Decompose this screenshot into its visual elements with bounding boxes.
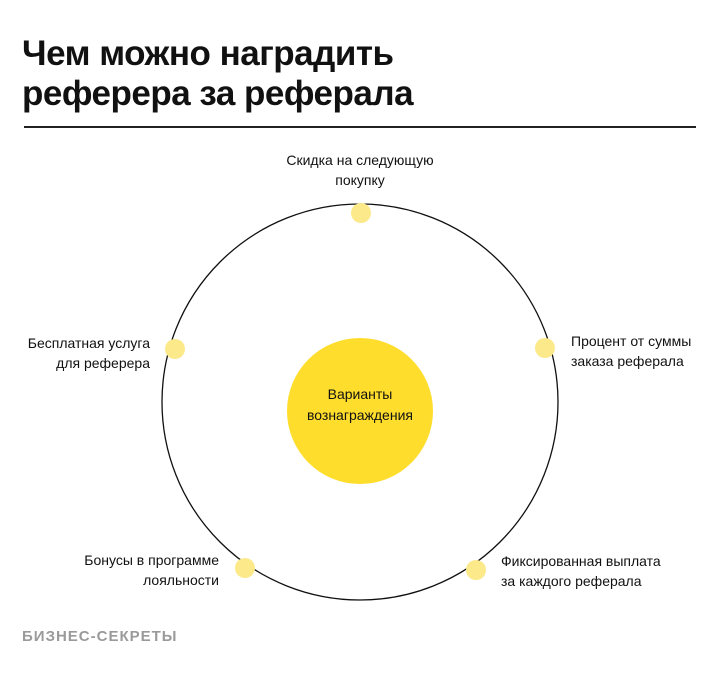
option-fixed-payment: Фиксированная выплата за каждого реферал… [501, 551, 711, 591]
option-loyalty-bonus: Бонусы в программе лояльности [0, 550, 219, 590]
node-right-lower [466, 560, 486, 580]
header-divider [24, 126, 696, 128]
option-percent-line-1: Процент от суммы [571, 333, 692, 349]
page-title: Чем можно наградить реферера за реферала [22, 34, 702, 114]
option-fixed-payment-line-2: за каждого реферала [501, 573, 642, 589]
option-percent-line-2: заказа реферала [571, 353, 684, 369]
title-line-1: Чем можно наградить [22, 34, 394, 73]
node-left-upper [165, 339, 185, 359]
option-free-service-line-1: Бесплатная услуга [27, 335, 150, 351]
option-percent: Процент от суммы заказа реферала [571, 331, 711, 371]
option-loyalty-bonus-line-2: лояльности [143, 572, 219, 588]
option-discount-line-2: покупку [335, 172, 385, 188]
option-fixed-payment-line-1: Фиксированная выплата [501, 553, 661, 569]
center-label: Варианты вознаграждения [290, 384, 430, 426]
center-label-line-2: вознаграждения [307, 407, 413, 423]
option-discount: Скидка на следующую покупку [260, 150, 460, 190]
brand-logo: БИЗНЕС-СЕКРЕТЫ [22, 628, 178, 645]
option-loyalty-bonus-line-1: Бонусы в программе [84, 552, 219, 568]
center-label-line-1: Варианты [327, 386, 393, 402]
node-top [351, 203, 371, 223]
option-free-service: Бесплатная услуга для реферера [0, 333, 150, 373]
node-left-lower [235, 558, 255, 578]
node-right-upper [535, 338, 555, 358]
option-free-service-line-2: для реферера [56, 355, 150, 371]
center-circle [287, 338, 433, 484]
title-line-2: реферера за реферала [22, 74, 414, 113]
option-discount-line-1: Скидка на следующую [286, 152, 434, 168]
